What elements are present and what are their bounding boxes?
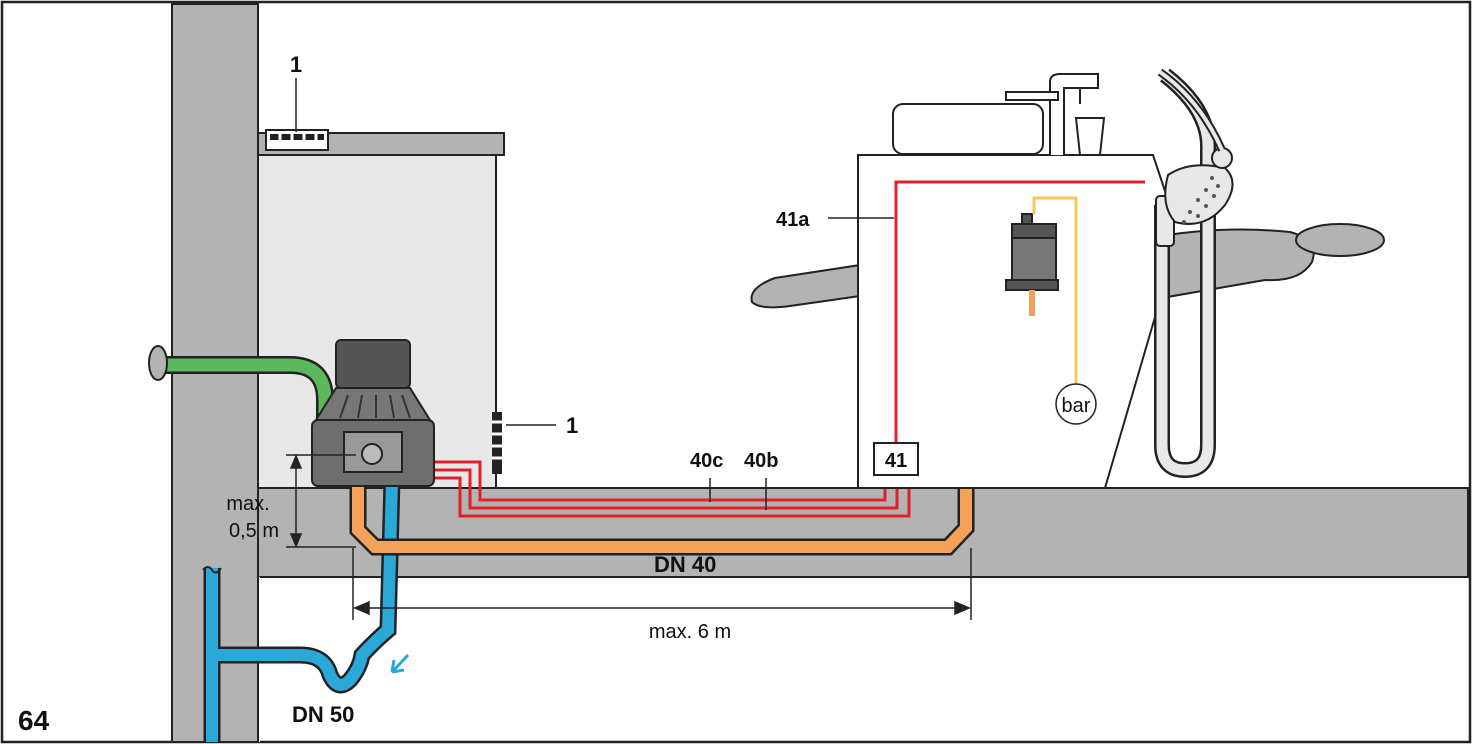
dimension-length [352,548,972,620]
vent-grille-icon [492,412,502,474]
suction-unit [311,339,435,487]
motor-cap [335,339,411,389]
control-box-41 [873,442,919,476]
label-max-height-2: 0,5 m [229,520,279,542]
chair-headrest [1295,223,1385,257]
cup [1074,117,1106,156]
vent-grille-top [265,129,329,151]
leader-lines [295,78,894,510]
control-line-41a [894,180,1145,444]
label-item-40c: 40c [690,450,723,472]
pressure-gauge: bar [1055,383,1097,425]
label-item-41: 41 [885,450,907,472]
label-item-1-side: 1 [566,413,578,438]
label-dn50: DN 50 [292,702,354,727]
figure-number: 64 [18,705,50,736]
motor-body [314,387,432,421]
label-dn40: DN 40 [654,552,716,577]
dental-unit [750,68,1385,489]
pressure-line [1032,196,1078,385]
chair-footrest [750,263,861,309]
control-line-40b [432,468,899,510]
dimension-height [286,454,356,548]
control-lines [432,460,911,518]
label-item-40b: 40b [744,450,778,472]
flow-arrow-icon [390,653,410,674]
wall-outlet [148,345,168,381]
label-max-length: max. 6 m [649,621,731,643]
cuspidor [892,103,1044,155]
air-exhaust-pipe [148,345,334,425]
faucet [1049,73,1099,155]
pressure-gauge-dial [1055,383,1097,425]
control-line-40c [432,460,887,502]
label-max-height-1: max. [226,493,269,515]
label-item-41a: 41a [776,209,810,231]
drain-pipe [202,479,410,742]
vent-grille-side [492,412,502,474]
pressure-unit-label: bar [1062,395,1091,417]
spittoon-bowl [1164,164,1234,225]
control-line-extra [432,472,911,518]
unit-body [857,154,1170,489]
label-item-1-top: 1 [290,52,302,77]
